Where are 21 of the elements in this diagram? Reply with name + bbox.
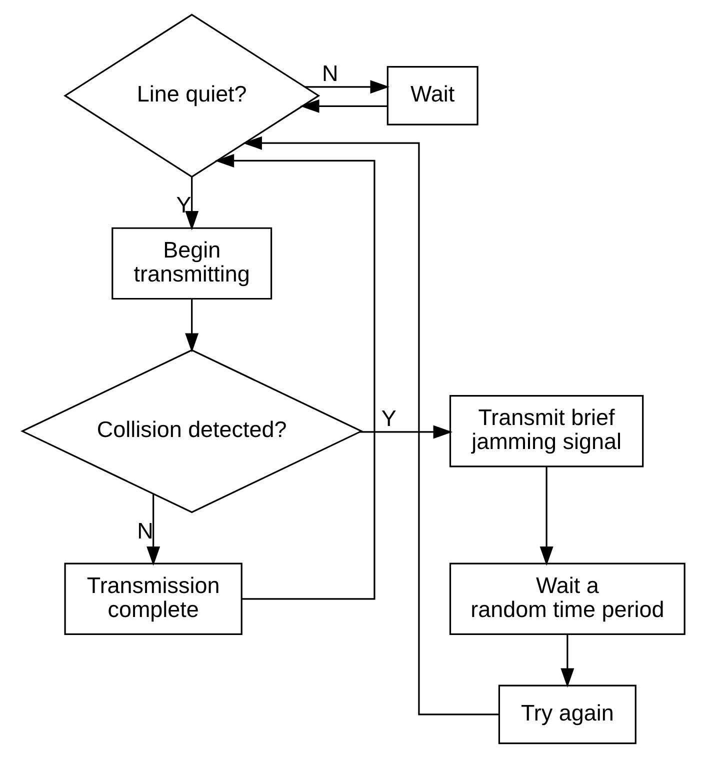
node-box: Transmission complete: [64, 562, 242, 635]
edge-label: N: [322, 60, 338, 86]
node-diamond: Collision detected?: [20, 349, 364, 514]
node-box: Begin transmitting: [112, 227, 272, 300]
arrow: [242, 136, 499, 716]
node-box: Wait: [386, 66, 478, 126]
arrow: [185, 299, 199, 353]
node-box: Wait a random time period: [449, 562, 686, 635]
edge-label: Y: [381, 406, 396, 431]
arrow: [560, 634, 574, 688]
arrow: [146, 494, 160, 566]
arrow: [300, 99, 388, 113]
arrow: [185, 177, 199, 230]
arrow: [540, 466, 554, 566]
arrow: [214, 154, 376, 600]
node-box: Transmit brief jamming signal: [449, 395, 644, 468]
edge-label: N: [137, 518, 154, 544]
arrow: [305, 80, 390, 94]
node-box: Try again: [498, 684, 636, 744]
arrow: [360, 425, 453, 439]
edge-label: Y: [176, 192, 192, 218]
